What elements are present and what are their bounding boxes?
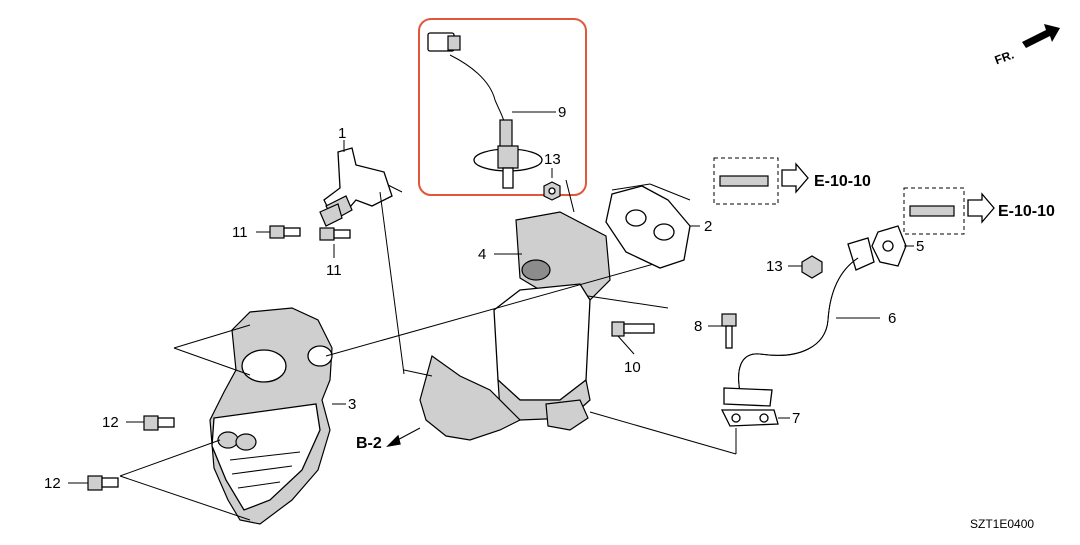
ref-arrow-b bbox=[967, 192, 995, 224]
nut-13-top[interactable] bbox=[543, 181, 561, 201]
reference-e-10-10-b[interactable]: E-10-10 bbox=[998, 203, 1055, 220]
diagram-code: SZT1E0400 bbox=[970, 517, 1034, 531]
front-direction-arrow-icon bbox=[1022, 24, 1060, 48]
gasket-5[interactable] bbox=[871, 225, 907, 267]
callout-7: 7 bbox=[792, 410, 800, 427]
callout-5: 5 bbox=[916, 238, 924, 255]
callout-6: 6 bbox=[888, 310, 896, 327]
bolt-12-upper[interactable] bbox=[143, 415, 175, 431]
reference-e-10-10-a[interactable]: E-10-10 bbox=[814, 173, 871, 190]
callout-13-top: 13 bbox=[544, 151, 561, 168]
callout-12-upper: 12 bbox=[102, 414, 119, 431]
gasket-2[interactable] bbox=[605, 185, 691, 269]
front-direction-label: FR. bbox=[993, 48, 1016, 68]
highlight-box-sensor bbox=[418, 18, 587, 196]
callout-11-left: 11 bbox=[232, 224, 248, 241]
stud-box-a bbox=[713, 157, 779, 205]
callout-9: 9 bbox=[558, 104, 566, 121]
bracket-1[interactable] bbox=[319, 147, 393, 227]
nut-13-right[interactable] bbox=[801, 255, 823, 279]
callout-4: 4 bbox=[478, 246, 486, 263]
stud-b[interactable] bbox=[909, 205, 955, 217]
reference-b-2[interactable]: B-2 bbox=[356, 435, 382, 452]
callout-10: 10 bbox=[624, 359, 641, 376]
oxygen-sensor[interactable] bbox=[427, 32, 543, 189]
heat-shield-3[interactable] bbox=[209, 307, 333, 525]
callout-2: 2 bbox=[704, 218, 712, 235]
bolt-11-left[interactable] bbox=[269, 225, 301, 239]
catalytic-converter-4[interactable] bbox=[419, 211, 611, 441]
bolt-8[interactable] bbox=[721, 313, 737, 349]
callout-8: 8 bbox=[694, 318, 702, 335]
egr-pipe-6[interactable] bbox=[723, 237, 875, 407]
stud-a[interactable] bbox=[719, 175, 769, 187]
callout-3: 3 bbox=[348, 396, 356, 413]
callout-1: 1 bbox=[338, 125, 346, 142]
callout-12-lower: 12 bbox=[44, 475, 61, 492]
gasket-7[interactable] bbox=[720, 409, 779, 427]
ref-arrow-a bbox=[781, 162, 809, 194]
bolt-12-lower[interactable] bbox=[87, 475, 119, 491]
bolt-11-right[interactable] bbox=[319, 227, 351, 241]
stud-box-b bbox=[903, 187, 965, 235]
bolt-10[interactable] bbox=[611, 321, 655, 337]
callout-13-right: 13 bbox=[766, 258, 783, 275]
callout-11-right: 11 bbox=[326, 262, 342, 279]
